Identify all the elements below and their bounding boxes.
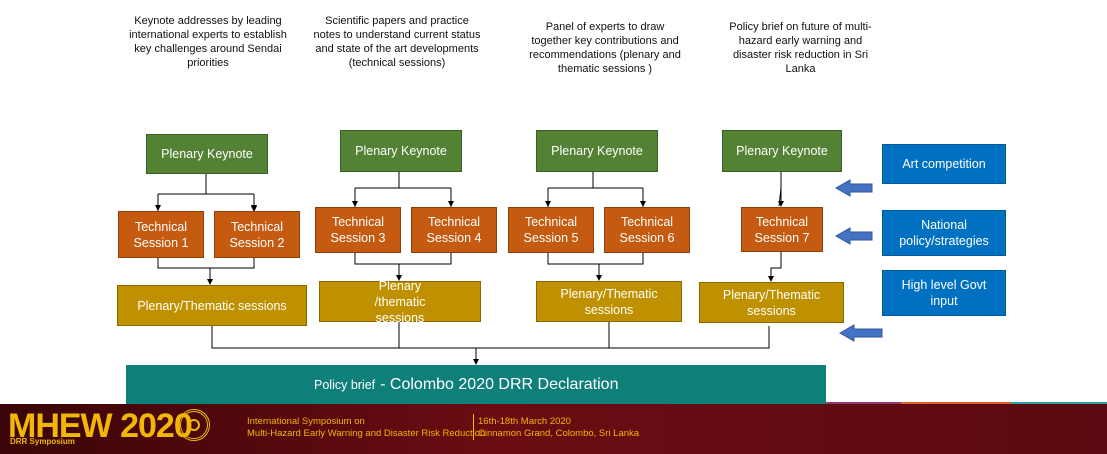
policy-brief-prefix: Policy brief <box>314 378 376 392</box>
technical-session-2: Technical Session 2 <box>214 211 300 258</box>
national-policy-box: National policy/strategies <box>882 210 1006 256</box>
plenary-keynote-2: Plenary Keynote <box>340 130 462 172</box>
symposium-dates: 16th-18th March 2020 <box>478 416 571 427</box>
symposium-line-2: Multi-Hazard Early Warning and Disaster … <box>247 428 486 439</box>
plenary-thematic-3: Plenary/Thematic sessions <box>536 281 682 322</box>
plenary-keynote-3: Plenary Keynote <box>536 130 658 172</box>
description-keynote: Keynote addresses by leading internation… <box>129 15 287 69</box>
footer-stripe-teal <box>1011 402 1107 405</box>
footer-stripe-orange <box>901 402 1011 405</box>
technical-session-3: Technical Session 3 <box>315 207 401 253</box>
technical-session-5: Technical Session 5 <box>508 207 594 253</box>
mhew-logo-sub: DRR Symposium <box>10 437 75 446</box>
policy-brief-title: - Colombo 2020 DRR Declaration <box>380 376 619 393</box>
plenary-thematic-4: Plenary/Thematic sessions <box>699 282 844 323</box>
technical-session-4: Technical Session 4 <box>411 207 497 253</box>
technical-session-6: Technical Session 6 <box>604 207 690 253</box>
policy-brief-bar: Policy brief - Colombo 2020 DRR Declarat… <box>126 365 826 405</box>
symposium-seal-icon <box>178 409 210 441</box>
mhew-logo: MHEW 2020 <box>8 407 193 445</box>
technical-session-7: Technical Session 7 <box>741 207 823 252</box>
footer-stripe-purple <box>826 402 901 405</box>
govt-input-box: High level Govt input <box>882 270 1006 316</box>
footer-separator <box>473 414 474 440</box>
input-arrow-3 <box>838 324 883 342</box>
symposium-line-1: International Symposium on <box>247 416 365 427</box>
input-arrow-2 <box>834 227 873 245</box>
input-arrow-1 <box>834 179 873 197</box>
technical-session-1: Technical Session 1 <box>118 211 204 258</box>
plenary-keynote-1: Plenary Keynote <box>146 134 268 174</box>
plenary-thematic-1: Plenary/Thematic sessions <box>117 285 307 326</box>
seal-wave-icon <box>188 419 200 431</box>
description-technical: Scientific papers and practice notes to … <box>313 15 481 69</box>
symposium-venue: Cinnamon Grand, Colombo, Sri Lanka <box>478 428 640 439</box>
description-policy: Policy brief on future of multi-hazard e… <box>729 21 872 75</box>
art-competition-box: Art competition <box>882 144 1006 184</box>
plenary-keynote-4: Plenary Keynote <box>722 130 842 172</box>
description-panel: Panel of experts to draw together key co… <box>529 21 681 75</box>
plenary-thematic-2: Plenary /thematic sessions <box>319 279 481 325</box>
